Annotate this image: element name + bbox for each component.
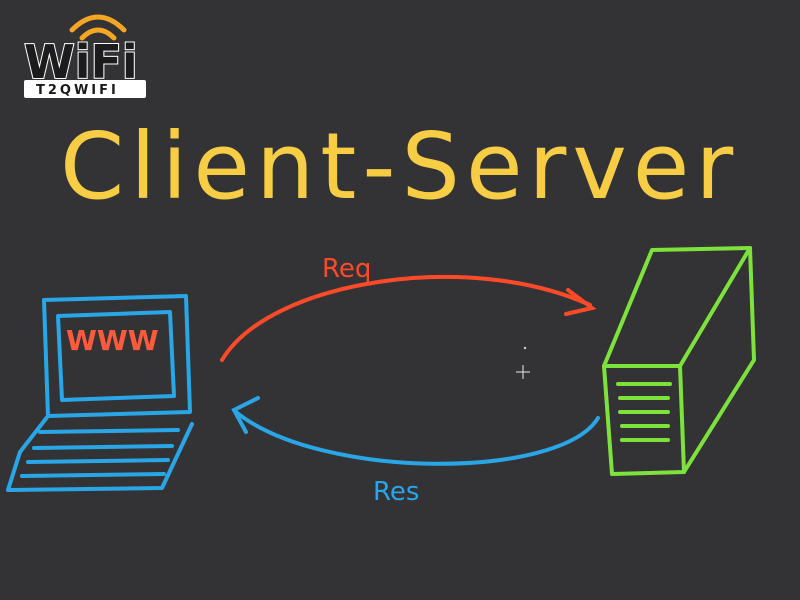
response-arrow bbox=[231, 396, 600, 466]
server-icon bbox=[602, 246, 756, 476]
request-label: Req bbox=[322, 254, 371, 284]
wifi-signal-icon bbox=[69, 14, 127, 41]
laptop-screen-text: WWW bbox=[66, 324, 159, 357]
laptop-icon bbox=[6, 294, 194, 492]
logo-tagline-bg bbox=[24, 80, 146, 98]
response-label: Res bbox=[373, 477, 419, 507]
page-title: Client-Server bbox=[60, 113, 739, 220]
request-arrow bbox=[220, 275, 597, 362]
wifi-logo: WiFi T2QWIFI bbox=[23, 14, 146, 98]
crosshair-cursor-icon bbox=[516, 346, 530, 379]
logo-brand: WiFi bbox=[24, 35, 138, 89]
logo-tagline: T2QWIFI bbox=[36, 83, 119, 98]
